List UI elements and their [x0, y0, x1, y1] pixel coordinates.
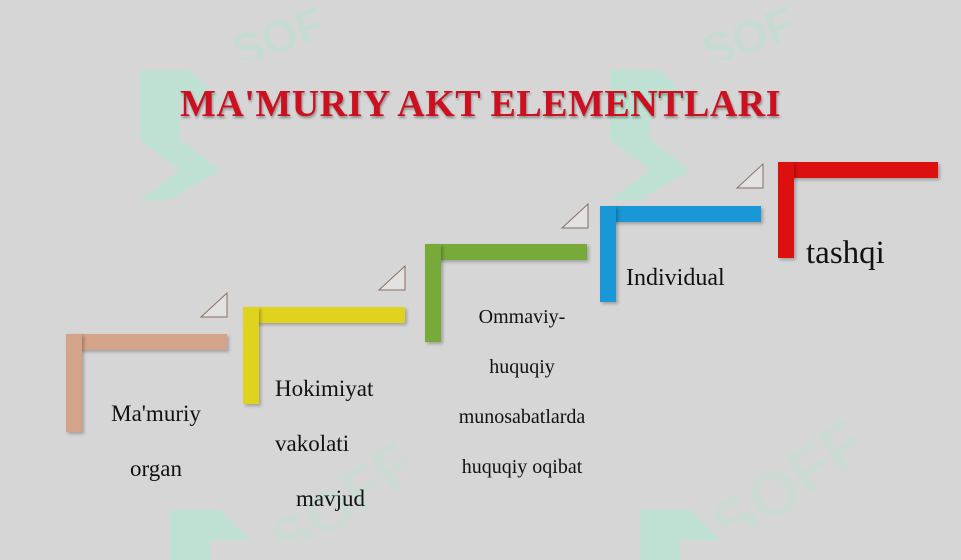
step-2-label: Hokimiyat vakolati mavjud	[275, 347, 415, 540]
watermark-text-icon: SOFF	[258, 428, 427, 540]
step-1-label: Ma'muriy organ	[86, 372, 226, 510]
step-1-line: organ	[130, 455, 182, 481]
step-1-top-bar	[66, 334, 227, 350]
step-2-corner-triangle-icon	[377, 264, 406, 291]
step-5-left-bar	[778, 162, 794, 258]
step-1-line: Ma'muriy	[111, 400, 201, 426]
step-3-label: Ommaviy- huquqiy munosabatlarda huquqiy …	[441, 280, 603, 505]
step-3-line: huquqiy	[489, 356, 555, 378]
watermark-logo-icon	[610, 70, 690, 200]
svg-text:SOFF: SOFF	[698, 405, 879, 530]
svg-text:SOF: SOF	[700, 0, 802, 60]
step-5-top-bar	[778, 162, 938, 178]
step-5-label: tashqi	[806, 194, 946, 313]
step-4-label: Individual	[626, 235, 766, 321]
step-1-left-bar	[66, 334, 82, 432]
step-3-corner-triangle-icon	[560, 202, 589, 229]
step-4-left-bar	[600, 206, 616, 302]
step-2-line: vakolati	[275, 430, 350, 456]
step-2-line: mavjud	[296, 485, 365, 511]
step-3-line: huquqiy oqibat	[461, 456, 583, 478]
step-3-line: Ommaviy-	[478, 306, 566, 328]
step-2-line: Hokimiyat	[275, 375, 374, 401]
page-title: MA'MURIY AKT ELEMENTLARI	[179, 83, 782, 125]
step-5-line: tashqi	[806, 234, 885, 271]
watermark-text-icon: SOF	[230, 0, 332, 60]
step-4-corner-triangle-icon	[735, 162, 764, 189]
step-4-line: Individual	[626, 264, 725, 291]
step-3-line: munosabatlarda	[458, 406, 586, 428]
watermark-text-icon: SOFF	[698, 405, 879, 530]
slide: SOF SOF SOFF SOFF MA'MURIY AKT ELEMENTLA…	[66, 0, 946, 560]
watermark-text-icon: SOF	[700, 0, 802, 60]
watermark-logo-icon	[140, 70, 220, 200]
svg-text:SOF: SOF	[230, 0, 332, 60]
step-2-top-bar	[243, 307, 405, 323]
step-3-top-bar	[425, 244, 587, 260]
step-4-top-bar	[600, 206, 761, 222]
step-3-left-bar	[425, 244, 441, 342]
step-1-corner-triangle-icon	[199, 291, 228, 318]
step-2-left-bar	[243, 307, 259, 404]
